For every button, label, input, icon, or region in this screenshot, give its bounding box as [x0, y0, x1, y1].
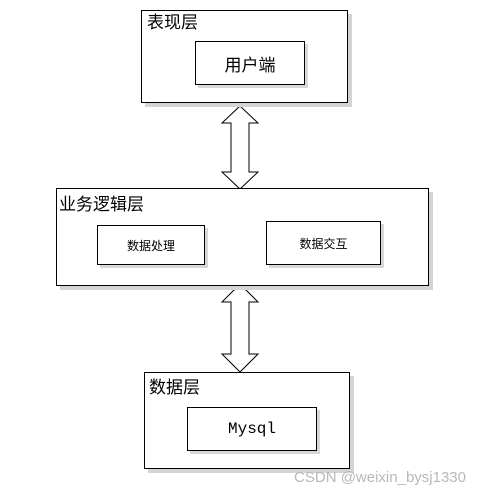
arrow-business-data	[220, 283, 260, 373]
client-box-label: 用户端	[224, 55, 276, 76]
data-interaction-box-label: 数据交互	[299, 236, 348, 251]
data-layer: 数据层 Mysql	[144, 372, 350, 469]
data-processing-box-label: 数据处理	[126, 238, 175, 253]
presentation-layer-title: 表现层	[147, 13, 198, 33]
mysql-box[interactable]: Mysql	[187, 407, 317, 451]
arrow-presentation-business	[220, 105, 260, 190]
mysql-box-label: Mysql	[227, 420, 276, 438]
business-logic-layer: 业务逻辑层 数据处理 数据交互	[56, 188, 429, 286]
data-layer-title: 数据层	[149, 378, 200, 398]
data-processing-box[interactable]: 数据处理	[97, 225, 205, 265]
data-interaction-box[interactable]: 数据交互	[266, 221, 381, 265]
watermark: CSDN @weixin_bysj1330	[294, 469, 466, 486]
presentation-layer: 表现层 用户端	[141, 10, 348, 103]
business-logic-layer-title: 业务逻辑层	[59, 195, 144, 215]
client-box[interactable]: 用户端	[195, 41, 305, 85]
